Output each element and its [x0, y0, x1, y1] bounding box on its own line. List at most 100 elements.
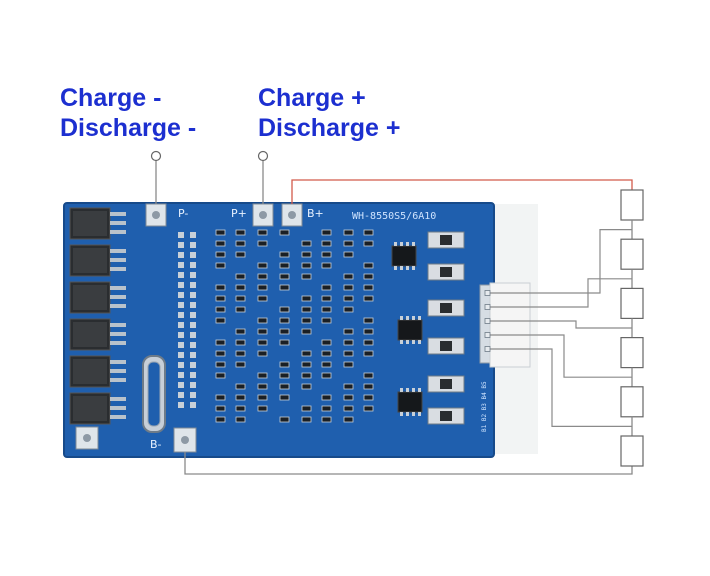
mosfet-pin	[110, 369, 126, 373]
smd-resistor	[321, 295, 332, 302]
smd-resistor	[235, 383, 246, 390]
smd-resistor	[215, 350, 226, 357]
balance-wire	[490, 348, 632, 427]
smd-resistor	[343, 361, 354, 368]
mosfet-pin	[110, 323, 126, 327]
battery-cell	[620, 386, 644, 418]
mosfet-pin	[110, 286, 126, 290]
smd-resistor	[301, 383, 312, 390]
balance-wire	[490, 320, 632, 329]
smd-resistor	[215, 361, 226, 368]
smd-resistor	[363, 383, 374, 390]
smd-resistor	[343, 394, 354, 401]
mosfet-pin	[110, 304, 126, 308]
test-pad	[190, 332, 196, 338]
pad-p-minus-label: P-	[178, 207, 188, 220]
smd-resistor	[235, 350, 246, 357]
smd-resistor	[235, 229, 246, 236]
smd-resistor	[321, 350, 332, 357]
balance-wire	[490, 229, 632, 294]
smd-resistor	[215, 240, 226, 247]
pad-p-plus	[252, 203, 274, 227]
test-pad	[190, 382, 196, 388]
capacitor-body	[440, 267, 452, 277]
mosfet-pin	[110, 295, 126, 299]
test-pad	[178, 332, 184, 338]
mosfet-body	[73, 211, 107, 236]
test-pad	[178, 362, 184, 368]
smd-resistor	[343, 306, 354, 313]
mosfet-pin	[110, 397, 126, 401]
mosfet-body	[73, 285, 107, 310]
smd-resistor	[343, 229, 354, 236]
pad-b-plus	[281, 203, 303, 227]
pad-p-plus-label: P+	[231, 207, 247, 220]
smd-resistor	[235, 295, 246, 302]
capacitor-body	[440, 411, 452, 421]
smd-resistor	[363, 273, 374, 280]
smd-resistor	[363, 262, 374, 269]
test-pad	[190, 242, 196, 248]
smd-resistor	[215, 372, 226, 379]
smd-resistor	[215, 262, 226, 269]
test-pad	[190, 392, 196, 398]
test-pad	[178, 342, 184, 348]
b-plus-wire	[291, 179, 633, 204]
connector-pin	[484, 318, 491, 324]
mosfet-pin	[110, 341, 126, 345]
test-pad	[178, 312, 184, 318]
test-pad	[178, 272, 184, 278]
smd-resistor	[279, 394, 290, 401]
smd-resistor	[279, 328, 290, 335]
ic-pin	[412, 316, 415, 320]
charge-minus-label: Charge -	[60, 84, 162, 112]
smd-resistor	[215, 306, 226, 313]
smd-resistor	[343, 416, 354, 423]
b-minus-wire	[184, 452, 633, 475]
smd-resistor	[321, 306, 332, 313]
test-pad	[190, 262, 196, 268]
smd-resistor	[301, 251, 312, 258]
test-pad	[178, 252, 184, 258]
test-pad	[178, 382, 184, 388]
smd-resistor	[343, 383, 354, 390]
smd-resistor	[235, 339, 246, 346]
smd-resistor	[343, 339, 354, 346]
ic-pin	[400, 340, 403, 344]
charge-plus-label: Charge +	[258, 84, 366, 112]
smd-resistor	[363, 350, 374, 357]
smd-resistor	[235, 405, 246, 412]
mosfet-pin	[110, 249, 126, 253]
test-pad	[178, 392, 184, 398]
battery-cell	[620, 287, 644, 319]
ic-pin	[400, 266, 403, 270]
smd-resistor	[321, 372, 332, 379]
smd-resistor	[279, 306, 290, 313]
test-pad	[178, 372, 184, 378]
connector-pin	[484, 332, 491, 338]
smd-resistor	[235, 328, 246, 335]
mosfet-body	[73, 322, 107, 347]
smd-resistor	[301, 328, 312, 335]
smd-resistor	[343, 273, 354, 280]
smd-resistor	[363, 328, 374, 335]
smd-resistor	[279, 361, 290, 368]
battery-cell	[620, 189, 644, 221]
mosfet-body	[73, 396, 107, 421]
smd-resistor	[215, 416, 226, 423]
battery-cell	[620, 435, 644, 467]
discharge-plus-label: Discharge +	[258, 114, 401, 142]
smd-resistor	[257, 405, 268, 412]
smd-resistor	[215, 251, 226, 258]
mosfet-pin	[110, 212, 126, 216]
test-pad	[190, 352, 196, 358]
ic-pin	[400, 412, 403, 416]
mosfet-column	[69, 207, 126, 425]
test-pad	[178, 402, 184, 408]
test-pad	[190, 402, 196, 408]
smd-resistor	[215, 295, 226, 302]
test-pad	[178, 352, 184, 358]
pad-b-minus	[173, 427, 197, 453]
smd-resistor	[363, 405, 374, 412]
mosfet-pin	[110, 230, 126, 234]
